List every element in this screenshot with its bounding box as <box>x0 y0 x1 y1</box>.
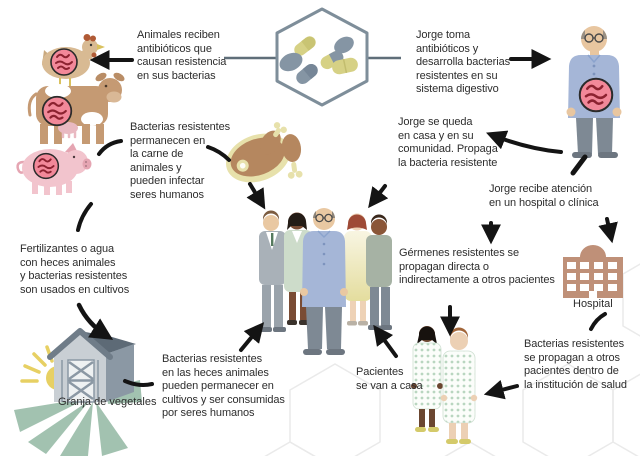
arrow-jorge-to-stays-text <box>486 130 563 154</box>
arrow-patients-to-crowd <box>373 324 398 358</box>
connector-text-to-meat <box>206 145 231 162</box>
patient-man-icon <box>440 327 478 444</box>
bacteria-icon <box>50 48 78 76</box>
connector-jorge-to-care-text <box>570 154 588 176</box>
vegetable-farm-icon <box>14 328 142 456</box>
pill-capsule-icon <box>296 63 318 85</box>
bacteria-icon <box>41 95 73 127</box>
hospital-icon <box>563 245 623 298</box>
farm-label: Granja de vegetales <box>58 396 157 408</box>
annotation-fertilizer: Fertilizantes o agua con heces animales … <box>20 243 130 296</box>
person-right-man-icon <box>366 214 392 330</box>
pill-capsule-icon <box>294 36 316 56</box>
connector-pig-to-fertilizer-text <box>76 202 93 232</box>
connector-hospital-to-text <box>589 312 607 331</box>
annotation-feces-bacteria: Bacterias resistentes en las heces anima… <box>162 353 285 419</box>
annotation-animals-receive: Animales reciben antibióticos que causan… <box>137 29 227 82</box>
bacteria-icon <box>32 152 60 180</box>
arrow-stays-text-to-crowd <box>368 184 389 209</box>
connector-cow-to-text <box>97 139 123 156</box>
annotation-jorge-stays: Jorge se queda en casa y en su comunidad… <box>398 116 498 169</box>
drumstick-icon <box>281 134 303 179</box>
antibiotics-pills-hexagon-icon <box>224 7 401 107</box>
connector-barn-to-feces-text <box>123 379 154 387</box>
pill-tablet-icon <box>334 36 354 54</box>
arrow-care-to-hospital <box>598 217 618 244</box>
arrow-feces-to-crowd <box>239 322 265 352</box>
jorge-figure-icon <box>566 26 622 158</box>
annotation-germs-spread: Gérmenes resistentes se propagan directa… <box>399 247 555 286</box>
bacteria-icon <box>578 77 614 113</box>
chicken-icon <box>42 34 105 88</box>
drumstick-icon <box>259 122 287 155</box>
arrow-meat-to-crowd <box>246 182 266 210</box>
person-cream-dress-woman-icon <box>344 213 372 326</box>
pill-tablet-icon <box>279 52 303 72</box>
crop-field-icon <box>14 380 142 456</box>
person-suit-man-icon <box>259 210 286 332</box>
patient-woman-icon <box>411 326 443 432</box>
annotation-bacteria-institution: Bacterias resistentes se propagan a otro… <box>524 338 627 391</box>
pig-icon <box>16 143 92 195</box>
barn-icon <box>47 328 136 403</box>
community-group-icon <box>259 208 392 355</box>
annotation-jorge-care: Jorge recibe atención en un hospital o c… <box>489 183 599 209</box>
person-center-jorge-icon <box>300 208 348 355</box>
arrow-institution-to-patients <box>483 379 519 400</box>
hospital-label: Hospital <box>573 298 613 310</box>
annotation-patients-home: Pacientes se van a casa <box>356 366 423 392</box>
meat-icon <box>226 122 303 183</box>
annotation-meat-bacteria: Bacterias resistentes permanecen en la c… <box>130 121 230 201</box>
patients-icon <box>411 326 478 444</box>
arrow-fertilizer-to-barn <box>76 302 114 340</box>
flow-arrows <box>76 49 618 400</box>
annotation-jorge-takes: Jorge toma antibióticos y desarrolla bac… <box>416 29 510 95</box>
cow-icon <box>27 72 125 144</box>
pill-oblong-icon <box>332 57 358 75</box>
